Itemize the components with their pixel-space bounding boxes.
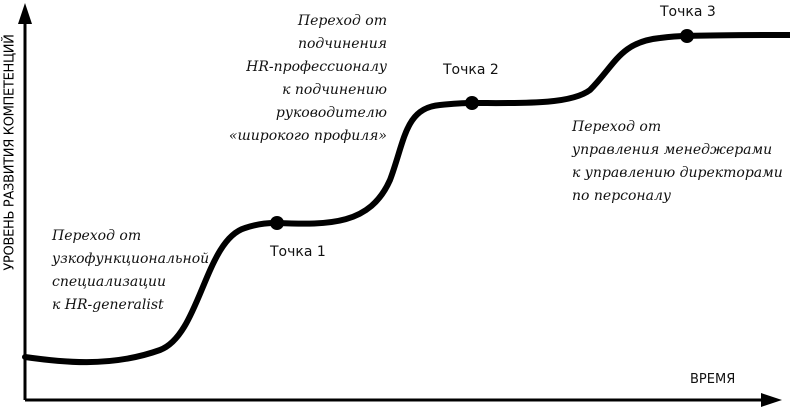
transition-note-3: Переход от управления менеджерами к упра… — [572, 116, 783, 208]
growth-curve — [22, 32, 790, 366]
point-2-label: Точка 2 — [443, 62, 499, 78]
note-line: HR-профессионалу — [246, 59, 387, 75]
note-line: Переход от — [52, 228, 142, 244]
point-1-marker — [270, 216, 284, 230]
y-axis-label: УРОВЕНЬ РАЗВИТИЯ КОМПЕТЕНЦИЙ — [2, 34, 18, 271]
transition-note-1: Переход от узкофункциональной специализа… — [52, 225, 209, 317]
note-line: узкофункциональной — [52, 251, 210, 267]
note-line: по персоналу — [572, 188, 672, 204]
note-line: к HR-generalist — [52, 297, 164, 313]
note-line: управления менеджерами — [572, 142, 773, 158]
x-axis-label: ВРЕМЯ — [690, 372, 736, 387]
note-line: руководителю — [275, 105, 387, 121]
note-line: к управлению директорами — [572, 165, 783, 181]
point-1-label: Точка 1 — [270, 244, 326, 260]
point-2-marker — [465, 96, 479, 110]
y-axis-arrow-icon — [18, 3, 32, 24]
note-line: к подчинению — [282, 82, 387, 98]
note-line: Переход от — [297, 13, 387, 29]
note-line: «широкого профиля» — [228, 128, 387, 144]
point-3-label: Точка 3 — [660, 4, 716, 20]
note-line: Переход от — [572, 119, 662, 135]
x-axis-arrow-icon — [761, 393, 782, 407]
transition-note-2: Переход от подчинения HR-профессионалу к… — [222, 10, 387, 148]
point-3-marker — [680, 29, 694, 43]
note-line: подчинения — [297, 36, 387, 52]
note-line: специализации — [52, 274, 166, 290]
